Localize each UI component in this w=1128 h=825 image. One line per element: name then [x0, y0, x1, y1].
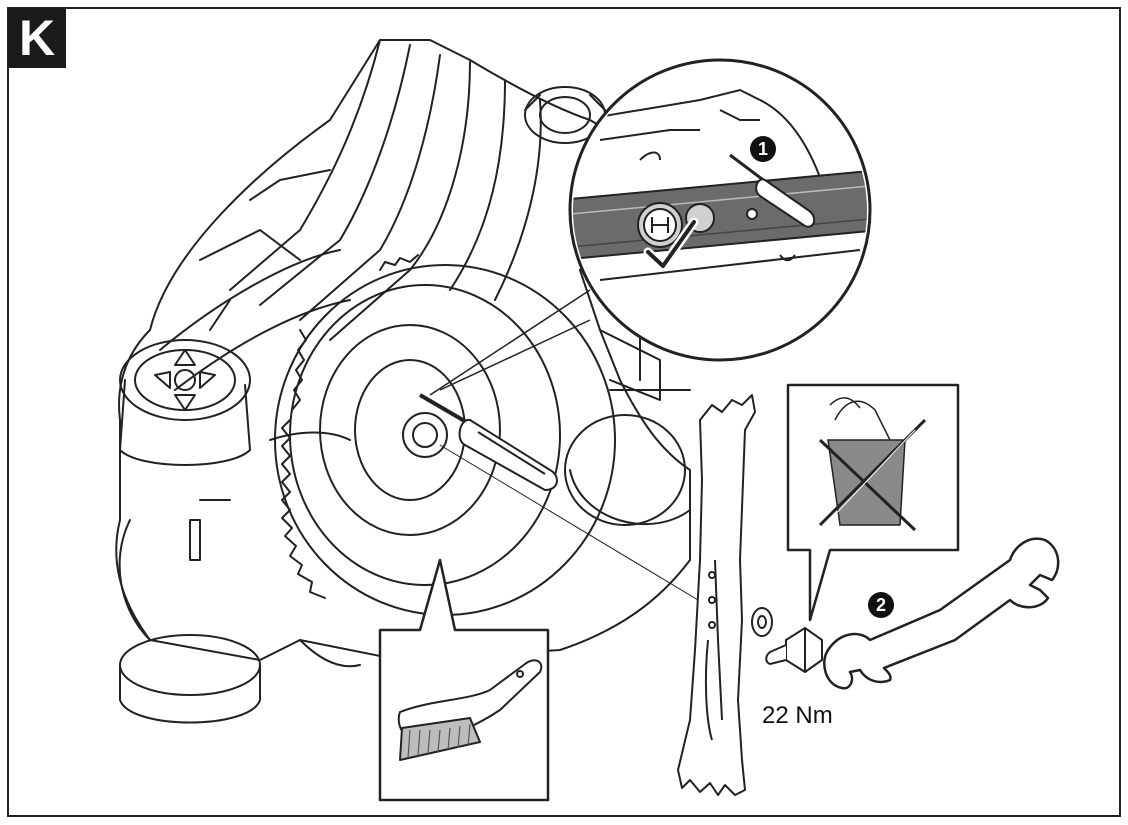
zoom-callout	[568, 58, 872, 362]
callout-line	[439, 319, 591, 391]
torque-label: 22 Nm	[762, 702, 833, 729]
panel-frame	[7, 7, 1121, 817]
checkmark-icon	[646, 220, 696, 268]
brush-callout	[378, 558, 550, 802]
screwdriver-icon	[729, 153, 816, 228]
callout-line	[429, 289, 591, 396]
screwdriver-icon	[418, 393, 558, 491]
wrench-icon	[823, 537, 1060, 690]
panel-letter-badge: K	[8, 8, 66, 68]
bolt-icon	[765, 627, 823, 673]
blade-icon	[677, 394, 756, 796]
assembly-line	[439, 444, 719, 613]
no-oil-icon	[818, 397, 927, 532]
bosch-logo-icon	[643, 208, 677, 242]
step-number-2: 2	[868, 592, 894, 618]
washer-icon	[751, 607, 773, 637]
no-oil-callout	[786, 383, 960, 622]
lawnmower-icon	[115, 39, 691, 724]
step-number-1: 1	[750, 136, 776, 162]
brush-icon	[397, 659, 543, 761]
